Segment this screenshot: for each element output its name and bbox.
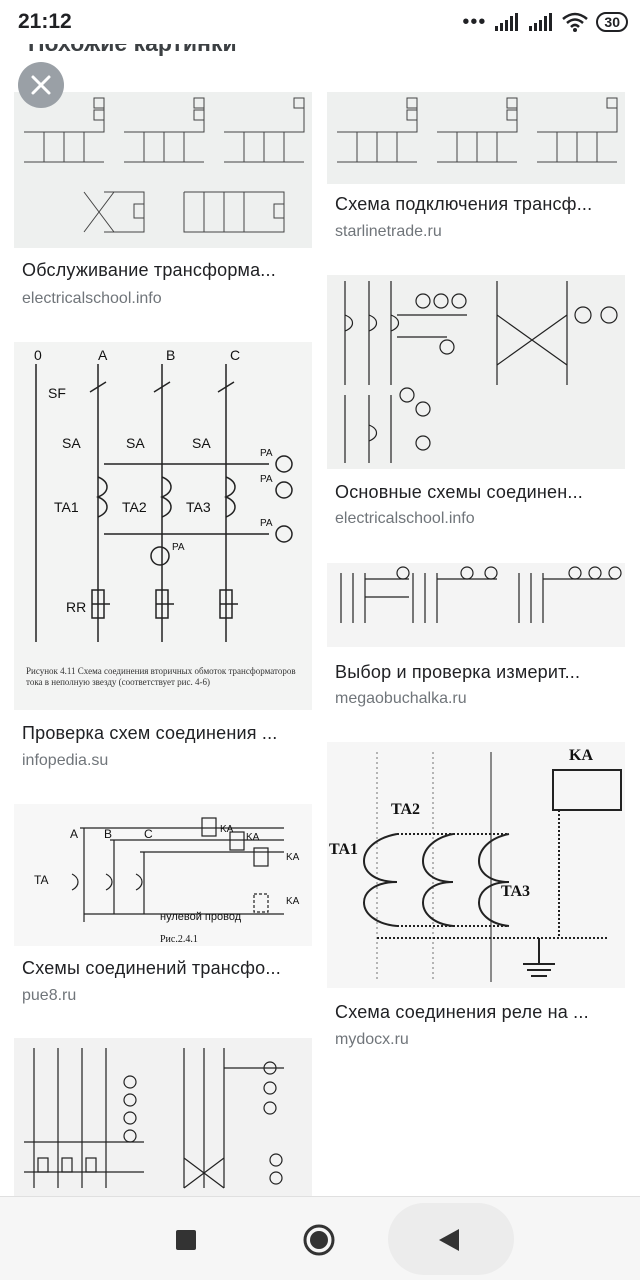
diagram-label: C xyxy=(144,827,153,841)
stop-icon xyxy=(176,1230,196,1250)
status-time: 21:12 xyxy=(18,10,72,33)
result-thumbnail[interactable] xyxy=(327,92,625,184)
diagram-label: 0 xyxy=(34,347,42,363)
system-navigation-bar xyxy=(0,1196,640,1280)
circuit-diagram-image xyxy=(24,1048,284,1189)
result-source: pue8.ru xyxy=(22,987,77,1004)
diagram-note: нулевой провод xyxy=(160,911,242,923)
diagram-label: TA2 xyxy=(122,499,147,515)
diagram-label: TA xyxy=(34,873,48,887)
circuit-diagram-image xyxy=(337,97,618,163)
diagram-label: TA2 xyxy=(391,801,420,818)
diagram-label: C xyxy=(230,347,240,363)
back-button[interactable] xyxy=(420,1211,478,1269)
diagram-label: A xyxy=(98,347,108,363)
result-title[interactable]: Схемы соединений трансфо... xyxy=(22,958,281,978)
result-thumbnail[interactable] xyxy=(327,563,625,647)
figure-caption: Рисунок 4.11 Схема соединения вторичных … xyxy=(26,666,296,687)
diagram-label: TA3 xyxy=(501,883,530,900)
result-thumbnail[interactable]: A B C TA KA KA KA KA нулевой провод Рис.… xyxy=(14,804,312,946)
signal-icon-2 xyxy=(529,13,553,31)
diagram-label: KA xyxy=(286,896,300,907)
diagram-label: RR xyxy=(66,599,86,615)
back-icon xyxy=(439,1229,459,1251)
recents-button[interactable] xyxy=(157,1211,215,1269)
result-source: infopedia.su xyxy=(22,752,109,769)
diagram-label: PA xyxy=(260,518,273,529)
result-title[interactable]: Схема соединения реле на ... xyxy=(335,1002,589,1022)
circuit-diagram-image xyxy=(340,566,622,623)
diagram-label: PA xyxy=(260,474,273,485)
result-title[interactable]: Обслуживание трансформа... xyxy=(22,260,276,280)
diagram-label: SA xyxy=(192,435,211,451)
diagram-label: TA3 xyxy=(186,499,211,515)
result-thumbnail[interactable]: 0 A B C SF SA SA SA TA1 TA2 TA3 PA PA PA… xyxy=(14,342,312,710)
result-source: electricalschool.info xyxy=(335,510,475,527)
circuit-diagram-image xyxy=(344,281,618,463)
diagram-label: B xyxy=(104,827,112,841)
diagram-label: SA xyxy=(62,435,81,451)
result-thumbnail[interactable] xyxy=(14,92,312,248)
result-title[interactable]: Проверка схем соединения ... xyxy=(22,723,278,743)
diagram-label: B xyxy=(166,347,175,363)
circuit-diagram-image: 0 A B C SF SA SA SA TA1 TA2 TA3 PA PA PA… xyxy=(34,347,293,642)
close-button[interactable] xyxy=(18,62,64,108)
circuit-diagram-image xyxy=(24,97,305,233)
result-thumbnail[interactable] xyxy=(14,1038,312,1196)
diagram-label: SA xyxy=(126,435,145,451)
result-thumbnail[interactable] xyxy=(327,275,625,469)
signal-icon xyxy=(495,13,519,31)
result-title[interactable]: Выбор и проверка измерит... xyxy=(335,662,581,682)
result-source: starlinetrade.ru xyxy=(335,223,442,240)
diagram-label: KA xyxy=(286,852,300,863)
wifi-icon xyxy=(562,12,589,32)
battery-indicator: 30 xyxy=(596,12,628,32)
diagram-label: A xyxy=(70,827,78,841)
result-thumbnail[interactable]: KA TA1 TA2 TA3 xyxy=(327,742,625,988)
result-source: megaobuchalka.ru xyxy=(335,690,467,707)
diagram-label: TA1 xyxy=(54,499,79,515)
diagram-label: KA xyxy=(569,747,593,764)
diagram-label: KA xyxy=(220,824,234,835)
figure-caption: Рис.2.4.1 xyxy=(160,934,198,945)
circuit-diagram-image: A B C TA KA KA KA KA нулевой провод Рис.… xyxy=(34,817,300,945)
diagram-label: SF xyxy=(48,385,66,401)
result-title[interactable]: Схема подключения трансф... xyxy=(335,194,593,214)
more-notifications-icon: ••• xyxy=(462,11,487,33)
diagram-label: KA xyxy=(246,832,260,843)
close-icon xyxy=(31,75,51,95)
circuit-diagram-image: KA TA1 TA2 TA3 xyxy=(329,747,622,982)
home-button[interactable] xyxy=(290,1211,348,1269)
home-icon xyxy=(303,1224,335,1256)
diagram-label: PA xyxy=(260,448,273,459)
status-bar: 21:12 ••• 30 xyxy=(0,0,640,44)
status-icons: ••• 30 xyxy=(462,12,628,32)
result-title[interactable]: Основные схемы соединен... xyxy=(335,482,584,502)
result-source: mydocx.ru xyxy=(335,1031,409,1048)
diagram-label: PA xyxy=(172,542,185,553)
diagram-label: TA1 xyxy=(329,841,358,858)
result-source: electricalschool.info xyxy=(22,290,162,307)
